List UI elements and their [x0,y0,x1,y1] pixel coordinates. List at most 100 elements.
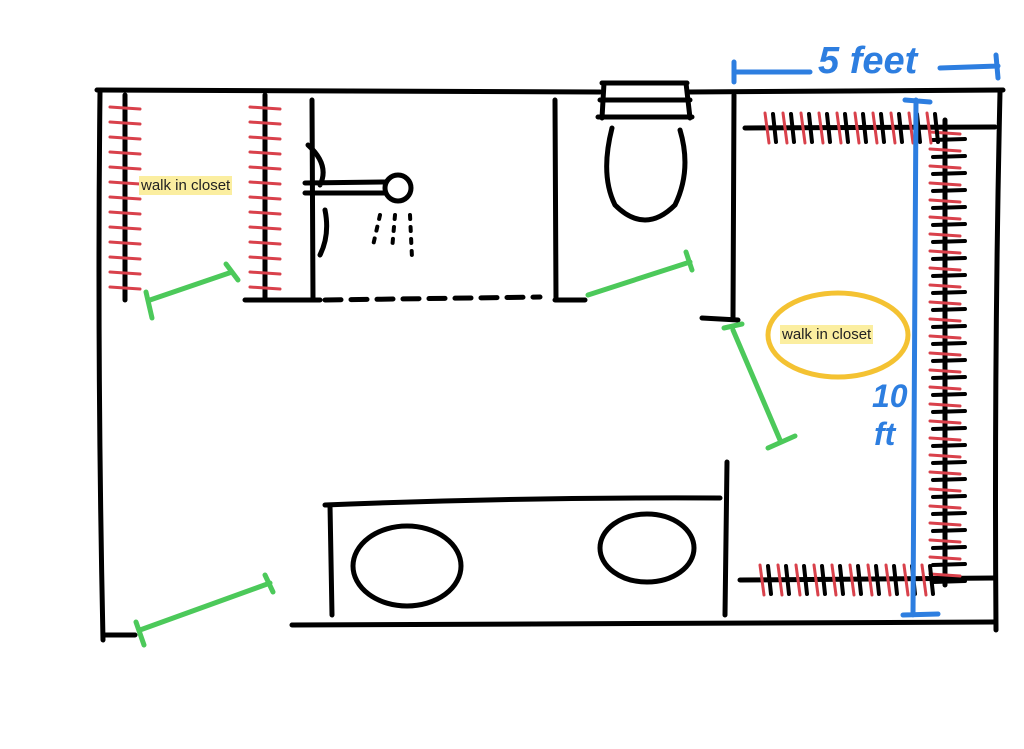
hanger-black [931,341,967,346]
hanger-black [933,112,940,144]
doors [133,249,798,648]
hanger-red [799,111,807,145]
hanger-red [248,210,282,216]
hanger-red [248,255,282,261]
door-entrance [133,572,276,648]
hanger-red [758,563,766,597]
hanger-red [108,180,142,186]
hanger-red [928,521,962,527]
closet-divider-wall [242,97,323,303]
hanger-red [108,240,142,246]
hanger-red [848,563,856,597]
hanger-black [931,273,967,278]
right-closet-label: walk in closet [780,325,874,344]
height-dimension-number: 10 [872,378,908,414]
hanger-red [830,563,838,597]
closet-top-rail [742,124,998,131]
hanger-red [920,563,928,597]
hanger-red [108,120,142,126]
hanger-black [931,562,967,567]
hanger-black [879,112,886,144]
hanger-red [928,385,962,391]
hanger-black [931,205,967,210]
left-wall [96,89,138,643]
shower-drips [370,213,414,260]
door-right-closet [721,321,798,451]
hanger-red [907,111,915,145]
hanger-red [866,563,874,597]
hanger-red [108,255,142,261]
hanger-red [928,300,962,306]
hanger-black [931,307,967,312]
hanger-black [931,426,967,431]
hanger-red [776,563,784,597]
toilet-wall [552,97,588,303]
hanger-black [802,564,809,596]
hanger-red [248,180,282,186]
hanger-black [766,564,773,596]
hanger-red [928,232,962,238]
hanger-black [843,112,850,144]
hanger-red [928,249,962,255]
hanger-black [931,579,967,584]
shower-pipe [302,142,388,258]
hanger-red [871,111,879,145]
shower-head [382,172,414,204]
shower-dashed-line [322,294,543,303]
closet-bottom-rail [737,575,998,583]
hanger-red [248,270,282,276]
hanger-red [928,504,962,510]
toilet-tank [595,80,695,121]
hanger-red [884,563,892,597]
hanger-red [248,150,282,156]
hanger-red [928,198,962,204]
hanger-black [931,171,967,176]
dimensions [731,52,1001,618]
hanger-black [861,112,868,144]
hanger-red [928,164,962,170]
hanger-red [108,270,142,276]
hanger-black [931,154,967,159]
right-wall [993,89,1003,633]
hanger-black [931,409,967,414]
hanger-black [931,545,967,550]
width-dimension-line [731,52,1001,85]
hanger-red [928,368,962,374]
hanger-black [931,392,967,397]
sink-left [350,523,464,609]
hanger-black [931,443,967,448]
hanger-black [784,564,791,596]
hanger-red [925,111,933,145]
hanger-red [928,147,962,153]
hanger-black [874,564,881,596]
hanger-black [931,222,967,227]
hanger-red [817,111,825,145]
highlight-circle [765,290,911,380]
hanger-red [108,135,142,141]
hanger-red [812,563,820,597]
hanger-red [928,419,962,425]
hanger-black [771,112,778,144]
hanger-red [108,105,142,111]
hanger-black [931,290,967,295]
closet-hangers [108,92,967,597]
hanger-red [928,470,962,476]
hanger-black [856,564,863,596]
hanger-red [928,453,962,459]
hanger-red [928,317,962,323]
hanger-red [248,285,282,291]
height-dimension-unit: ft [874,416,896,452]
hanger-red [248,225,282,231]
hanger-red [108,285,142,291]
sink-right [597,511,697,585]
hanger-black [892,564,899,596]
hanger-black [807,112,814,144]
hanger-black [820,564,827,596]
hanger-black [928,564,935,596]
hanger-black [838,564,845,596]
hanger-red [928,351,962,357]
hanger-black [931,324,967,329]
hanger-red [928,283,962,289]
